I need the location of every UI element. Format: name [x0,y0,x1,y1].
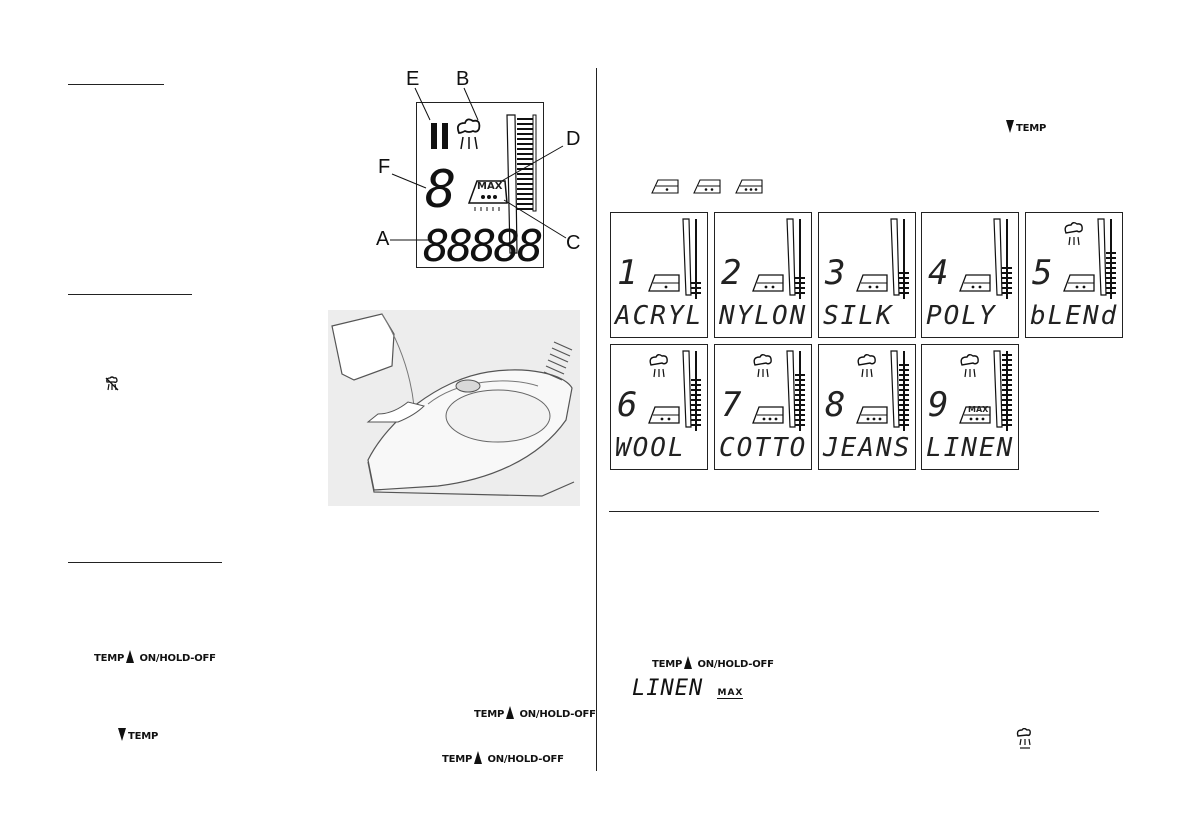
temp-down-icon [1006,120,1014,133]
temp-down-icon [118,728,126,741]
setting-number: 1 [617,253,638,293]
iron-filling-illustration [328,310,580,506]
setting-fabric-label: LINEN [926,433,1015,463]
temp-up-icon [126,650,135,663]
no-steam-icon [105,376,119,391]
key-temp-down-2: TEMP [1006,120,1046,134]
display-diagram: 8 88888 MAX [416,102,544,268]
setting-fabric-label: NYLON [719,301,808,331]
temp-label: TEMP [652,659,683,670]
temp-label: TEMP [128,731,159,742]
on-hold-off-label: ON/HOLD-OFF [487,754,564,765]
right-section-rule [609,511,1099,512]
setting-number: 3 [825,253,846,293]
setting-panel-art [752,350,805,431]
callout-a: A [376,228,390,250]
setting-panel: 5 bLENd [1025,212,1123,338]
on-hold-off-label: ON/HOLD-OFF [139,653,216,664]
callout-b: B [456,68,470,90]
temp-up-icon [474,751,483,764]
setting-fabric-label: bLENd [1030,301,1119,331]
key-temp-up-4: TEMP ON/HOLD-OFF [652,656,774,670]
linen-text: LINEN [632,676,704,701]
callout-f: F [378,156,391,178]
callout-d: D [566,128,581,150]
temp-up-icon [506,706,515,719]
setting-number: 6 [617,385,638,425]
setting-number: 5 [1032,253,1053,293]
setting-panel-art [856,218,909,299]
key-temp-up-1: TEMP ON/HOLD-OFF [94,650,216,664]
setting-fabric-label: COTTO [719,433,808,463]
temp-label: TEMP [442,754,473,765]
temp-label: TEMP [474,709,505,720]
setting-number: 9 [928,385,949,425]
key-temp-down-1: TEMP [118,728,158,742]
setting-panel-art [648,350,701,431]
steam-icon [1016,728,1031,749]
on-hold-off-label: ON/HOLD-OFF [519,709,596,720]
callout-c: C [566,232,581,254]
section-rule-1 [68,84,164,85]
temp-label: TEMP [94,653,125,664]
setting-fabric-label: POLY [926,301,997,331]
temp-label: TEMP [1016,123,1047,134]
temp-up-icon [684,656,693,669]
setting-fabric-label: ACRYL [615,301,704,331]
setting-number: 8 [825,385,846,425]
callout-e: E [406,68,420,90]
setting-panel-art [959,350,1012,431]
max-badge: MAX [477,181,503,192]
section-rule-3 [68,562,222,563]
svg-text:8: 8 [425,160,456,220]
setting-panel-art [752,218,805,299]
linen-max-badge: MAX [717,688,744,699]
sole-dot-icons [651,179,763,194]
on-hold-off-label: ON/HOLD-OFF [697,659,774,670]
setting-number: 7 [721,385,742,425]
setting-fabric-label: WOOL [615,433,686,463]
setting-number: 2 [721,253,742,293]
key-temp-up-3: TEMP ON/HOLD-OFF [442,751,564,765]
setting-panel-art [1063,218,1116,299]
section-rule-2 [68,294,192,295]
iron-filling-art [328,310,580,506]
setting-fabric-label: JEANS [823,433,912,463]
svg-text:88888: 88888 [423,221,542,267]
setting-panel-art [856,350,909,431]
column-divider [596,68,597,771]
setting-number: 4 [928,253,949,293]
setting-max-badge: MAX [968,405,989,414]
key-temp-up-2: TEMP ON/HOLD-OFF [474,706,596,720]
setting-panel-art [959,218,1012,299]
setting-fabric-label: SILK [823,301,894,331]
linen-display-text: LINEN MAX [632,676,744,701]
setting-panel-art [648,218,701,299]
